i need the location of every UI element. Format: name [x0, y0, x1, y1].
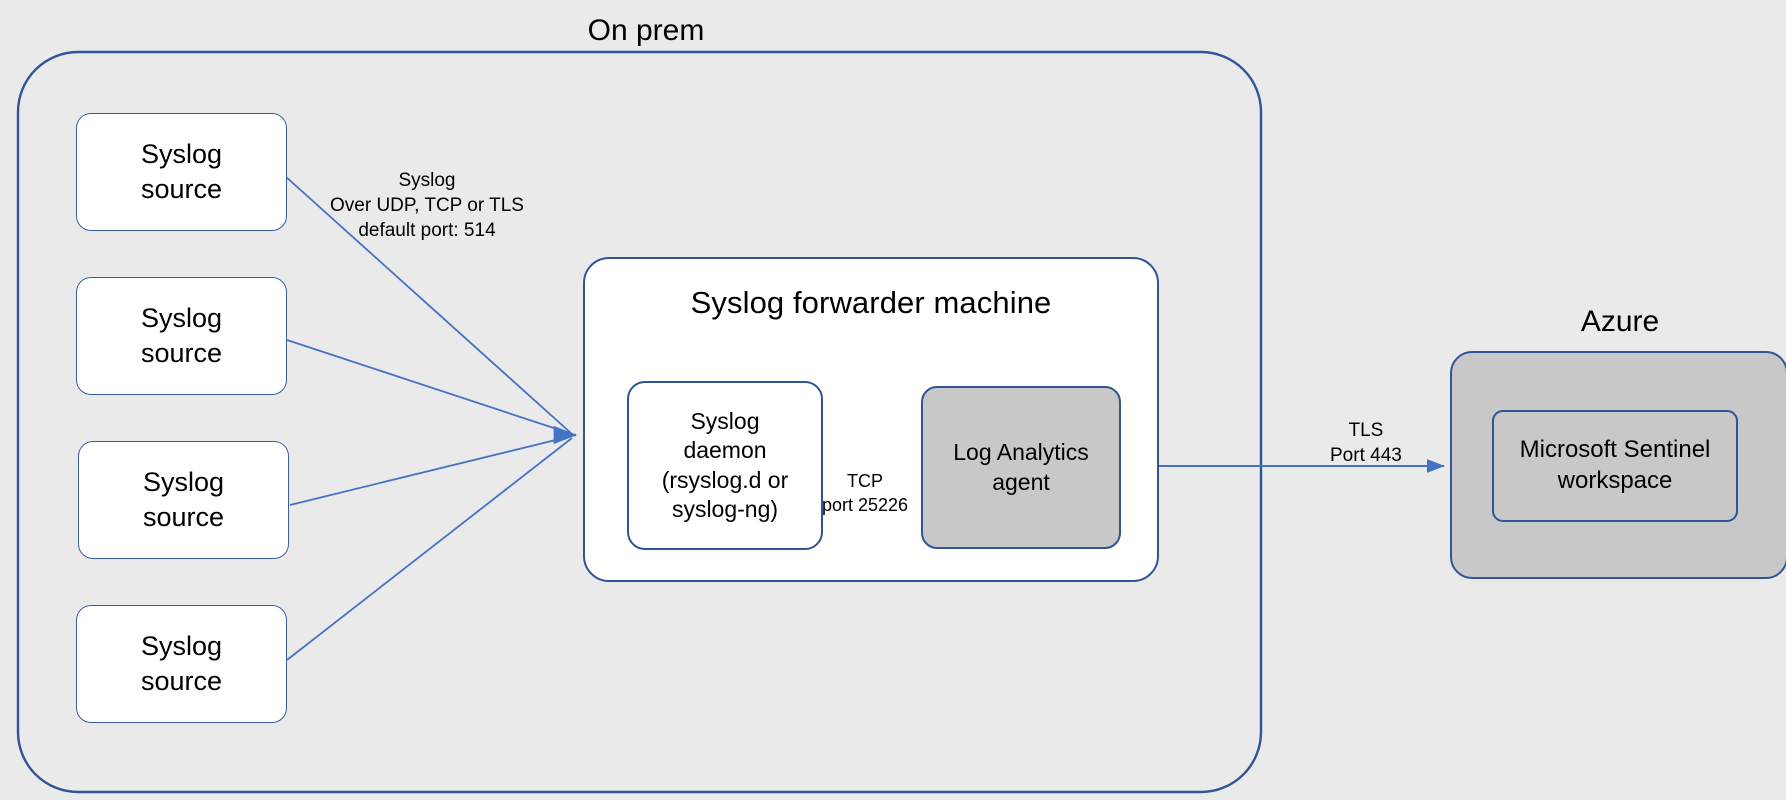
edge-label-tcp-line1: TCP — [847, 471, 884, 491]
syslog-source-box-1[interactable]: Syslog source — [76, 113, 287, 231]
syslog-source-box-2[interactable]: Syslog source — [76, 277, 287, 395]
syslog-source-label-line1: Syslog — [140, 631, 223, 662]
microsoft-sentinel-workspace-box[interactable]: Microsoft Sentinel workspace — [1492, 410, 1738, 522]
syslog-source-label-line2: source — [142, 502, 225, 532]
syslog-daemon-label-line1: Syslog — [690, 407, 760, 434]
edge-label-syslog-line1: Syslog — [398, 170, 456, 191]
edge-label-tls-line2: Port 443 — [1330, 445, 1402, 467]
syslog-source-label-line2: source — [140, 338, 223, 368]
syslog-daemon-label-line2: daemon — [683, 437, 767, 464]
syslog-source-label-line2: source — [140, 666, 223, 696]
sentinel-label-line1: Microsoft Sentinel — [1519, 436, 1711, 464]
log-analytics-agent-label-line1: Log Analytics — [953, 439, 1089, 466]
on-prem-zone-title: On prem — [587, 14, 705, 47]
edge-label-tcp-line2: port 25226 — [822, 494, 909, 515]
syslog-source-label-line1: Syslog — [142, 467, 225, 498]
edge-source2-to-forwarder — [286, 339, 573, 435]
edge-label-syslog-line2: Over UDP, TCP or TLS — [330, 195, 524, 217]
edge-source3-to-forwarder — [289, 435, 573, 506]
edge-label-syslog-protocol: Syslog Over UDP, TCP or TLS default port… — [330, 168, 524, 243]
syslog-source-label-line2: source — [140, 174, 223, 204]
syslog-daemon-box[interactable]: Syslog daemon (rsyslog.d or syslog-ng) — [627, 381, 823, 550]
log-analytics-agent-box[interactable]: Log Analytics agent — [921, 386, 1121, 549]
syslog-daemon-label-line4: syslog-ng) — [671, 495, 779, 522]
azure-zone-title: Azure — [1580, 305, 1660, 338]
edge-label-tls-line1: TLS — [1348, 420, 1384, 441]
edge-label-syslog-line3: default port: 514 — [358, 220, 496, 242]
syslog-source-box-4[interactable]: Syslog source — [76, 605, 287, 723]
syslog-daemon-label-line3: (rsyslog.d or — [661, 466, 789, 493]
edge-source4-to-forwarder — [286, 437, 573, 661]
syslog-source-label-line1: Syslog — [140, 139, 223, 170]
log-analytics-agent-label-line2: agent — [992, 468, 1050, 495]
syslog-source-box-3[interactable]: Syslog source — [78, 441, 289, 559]
syslog-forwarder-machine-title: Syslog forwarder machine — [690, 285, 1052, 320]
edge-label-tcp-port: TCP port 25226 — [822, 470, 908, 518]
edge-label-tls-port: TLS Port 443 — [1330, 418, 1402, 468]
sentinel-label-line2: workspace — [1557, 467, 1673, 494]
syslog-source-label-line1: Syslog — [140, 303, 223, 334]
